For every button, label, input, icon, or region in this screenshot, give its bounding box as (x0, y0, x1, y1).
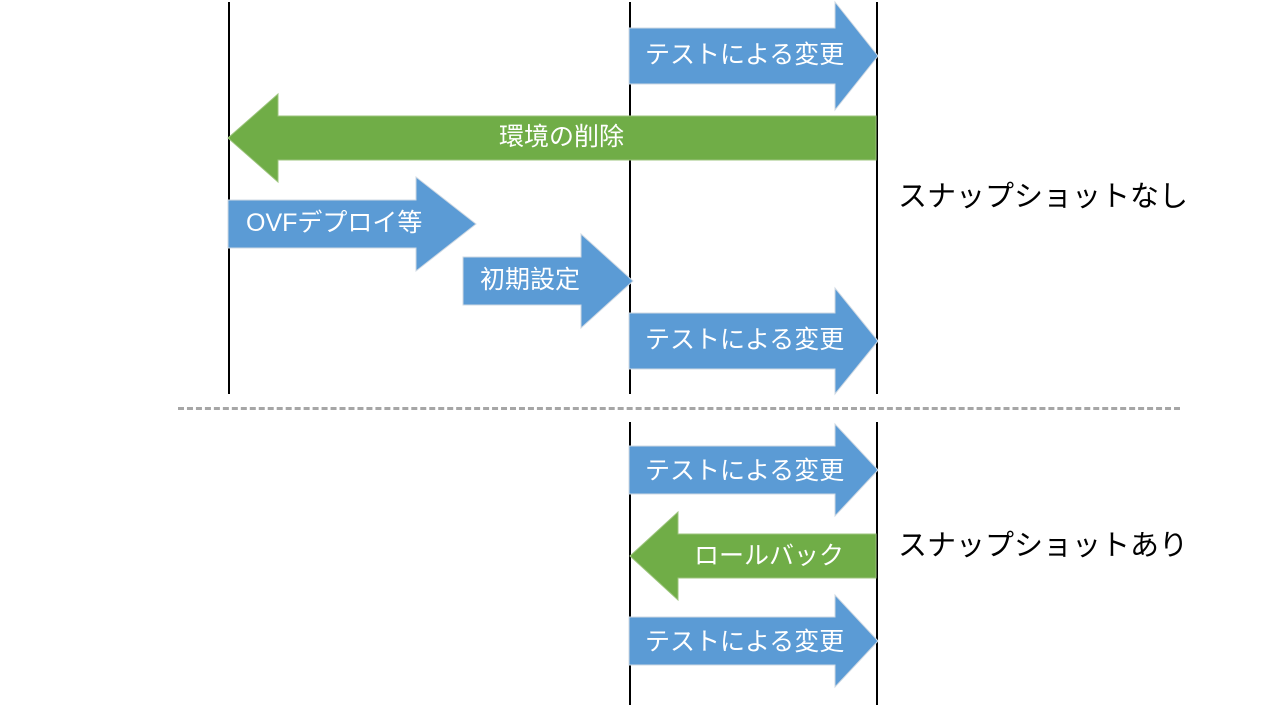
arrow-initial-setup (462, 232, 634, 330)
timeline-line-middle-upper (629, 2, 631, 394)
arrow-ovf-deploy-label: OVFデプロイ等 (246, 209, 423, 237)
section-label-without-snapshot: スナップショットなし (898, 181, 1189, 213)
arrow-env-delete-label: 環境の削除 (499, 123, 625, 151)
arrow-ovf-deploy (227, 175, 477, 273)
section-label-with-snapshot: スナップショットあり (898, 530, 1189, 562)
arrow-test-change-lower-top (628, 422, 879, 518)
arrow-test-change-top (628, 0, 879, 112)
arrow-test-change-lower-bottom (628, 593, 879, 689)
timeline-line-middle-lower (629, 422, 631, 705)
arrow-initial-setup-label: 初期設定 (480, 266, 581, 294)
arrow-rollback-label: ロールバック (694, 542, 845, 570)
arrow-env-delete (227, 92, 877, 184)
timeline-line-start-upper (228, 2, 230, 394)
arrow-test-change-upper-bottom-label: テストによる変更 (645, 326, 845, 354)
arrow-test-change-lower-top-label: テストによる変更 (645, 457, 845, 485)
arrow-rollback (629, 510, 877, 602)
section-divider (178, 407, 1180, 410)
timeline-line-end-upper (876, 2, 878, 394)
arrow-test-change-top-label: テストによる変更 (645, 41, 845, 69)
arrow-test-change-upper-bottom (628, 286, 879, 396)
timeline-line-end-lower (876, 422, 878, 705)
arrow-test-change-lower-bottom-label: テストによる変更 (645, 628, 845, 656)
